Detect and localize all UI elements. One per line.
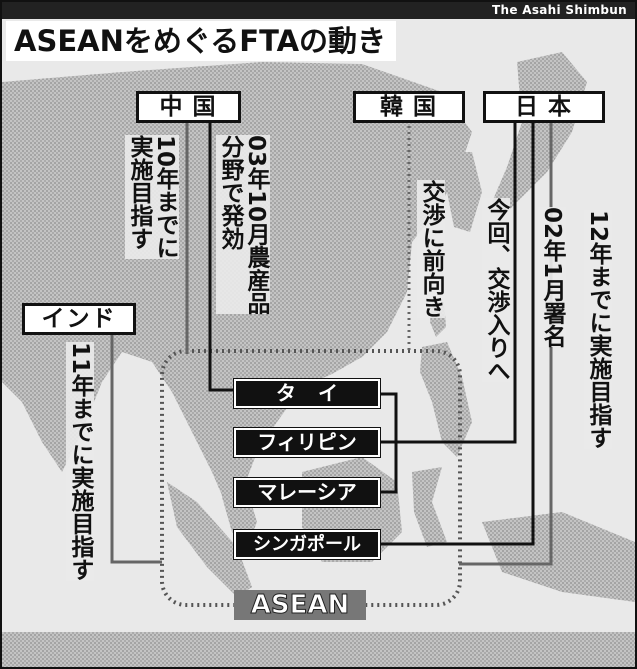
country-box-japan: 日本 xyxy=(483,91,605,123)
land-japan xyxy=(492,52,587,217)
note-korea: 交渉に前向き xyxy=(417,180,445,318)
line-japan-singapore xyxy=(378,118,535,546)
note-india: 11年までに実施目指す xyxy=(66,342,94,582)
note-japan-now: 今回、交渉入りへ xyxy=(482,198,510,382)
member-tag-singapore: シンガポール xyxy=(234,530,380,559)
land-new-guinea xyxy=(482,512,635,602)
member-tag-philippines: フィリピン xyxy=(234,428,380,457)
land-south-bottom xyxy=(2,632,635,667)
masthead-bar: The Asahi Shimbun xyxy=(2,2,635,19)
diagram-title: ASEANをめぐるFTAの動き xyxy=(6,21,397,61)
note-japan-2012: 12年までに実施目指す xyxy=(584,210,612,450)
country-box-china: 中国 xyxy=(136,91,241,123)
land-korea xyxy=(447,152,482,232)
note-china-2010: 10年までに 実施目指す xyxy=(125,135,179,260)
land-sumatra xyxy=(167,482,252,597)
line-china-thailand xyxy=(208,118,236,392)
country-box-korea: 韓国 xyxy=(353,91,465,123)
land-sulawesi xyxy=(412,467,447,547)
line-india-asean xyxy=(110,332,162,564)
country-box-india: インド xyxy=(22,303,136,335)
member-tag-thailand: タイ xyxy=(234,379,380,408)
line-japan-philippines xyxy=(378,118,517,444)
note-china-2003: 03年10月農産品 分野で発効 xyxy=(216,135,270,315)
credit-text: The Asahi Shimbun xyxy=(492,3,627,17)
land-philippines xyxy=(420,342,472,457)
note-japan-2002: 02年1月署名 xyxy=(538,207,566,348)
member-tag-malaysia: マレーシア xyxy=(234,478,380,507)
asean-group-label: ASEAN xyxy=(234,590,366,621)
